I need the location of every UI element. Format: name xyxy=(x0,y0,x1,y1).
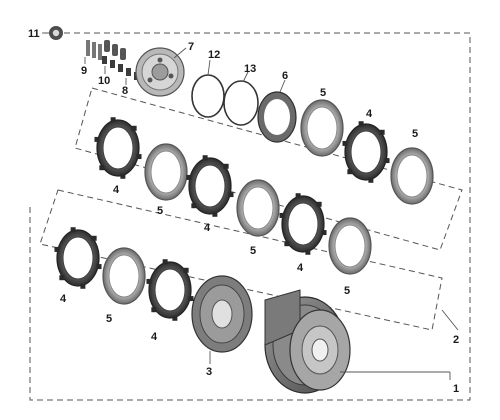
callout-4-c: 4 xyxy=(204,222,211,234)
friction-plate xyxy=(186,155,234,217)
pressure-plate-part xyxy=(135,47,185,97)
callout-13: 13 xyxy=(244,63,256,75)
steel-plate xyxy=(328,217,372,275)
callout-7: 7 xyxy=(188,41,194,53)
callout-5-b: 5 xyxy=(412,128,418,140)
steel-plate xyxy=(144,143,188,201)
assembly-boundary-outer xyxy=(29,32,471,401)
clutch-housing-part xyxy=(264,289,351,394)
callout-12: 12 xyxy=(208,49,220,61)
callout-3: 3 xyxy=(206,366,212,378)
friction-plate xyxy=(54,227,102,289)
callout-5-f: 5 xyxy=(106,313,112,325)
callout-4-d: 4 xyxy=(297,262,304,274)
callout-4-b: 4 xyxy=(113,184,120,196)
callout-5-d: 5 xyxy=(250,245,256,257)
friction-plate xyxy=(279,193,327,255)
friction-plate xyxy=(94,117,142,179)
plate-group-upper-boundary xyxy=(74,87,463,251)
callout-9: 9 xyxy=(81,65,87,77)
callout-8: 8 xyxy=(122,85,128,97)
wire-ring-part-12 xyxy=(191,74,225,118)
steel-plate xyxy=(236,179,280,237)
judder-spring-part xyxy=(257,91,297,143)
nut-part xyxy=(49,26,63,40)
callout-labels: 11 7 9 10 8 12 13 6 5 4 5 4 5 4 5 4 5 4 … xyxy=(28,28,459,395)
leader-lines xyxy=(42,32,459,380)
callout-5-c: 5 xyxy=(157,205,163,217)
steel-plate xyxy=(390,147,434,205)
wire-ring-part-13 xyxy=(223,80,259,126)
steel-plate xyxy=(300,99,344,157)
callout-4-a: 4 xyxy=(366,108,373,120)
clutch-center-part xyxy=(191,275,253,353)
callout-5-a: 5 xyxy=(320,87,326,99)
callout-2: 2 xyxy=(453,334,459,346)
callout-6: 6 xyxy=(282,70,288,82)
steel-plate xyxy=(102,247,146,305)
friction-plate xyxy=(146,259,194,321)
callout-10: 10 xyxy=(98,75,110,87)
callout-4-f: 4 xyxy=(151,331,158,343)
callout-5-e: 5 xyxy=(344,285,350,297)
callout-1: 1 xyxy=(453,383,459,395)
callout-11: 11 xyxy=(28,28,40,40)
callout-4-e: 4 xyxy=(60,293,67,305)
bolts-and-springs-part xyxy=(86,40,139,80)
clutch-plates-group xyxy=(54,99,434,321)
friction-plate xyxy=(342,121,390,183)
